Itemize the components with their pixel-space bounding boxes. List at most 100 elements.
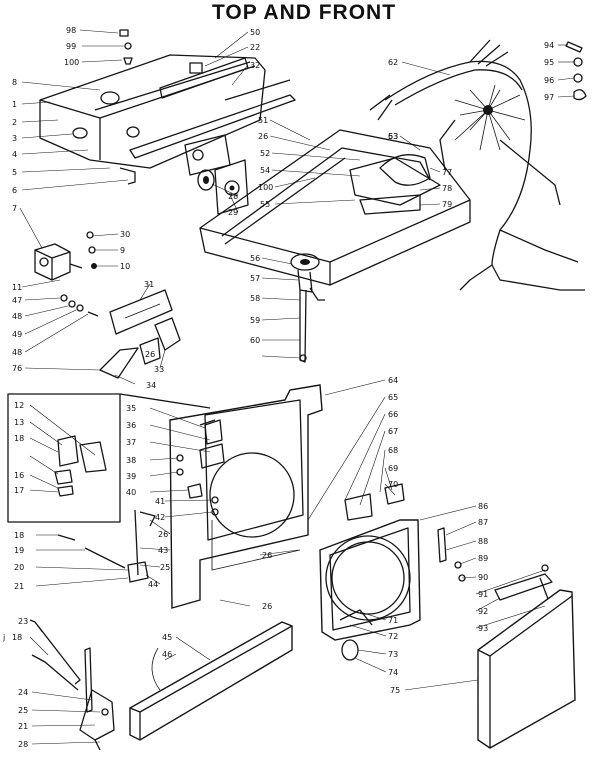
callout-66: 66 (388, 410, 398, 419)
callout-43: 43 (158, 546, 168, 555)
console-assembly (39, 54, 296, 185)
callout-55: 55 (260, 200, 270, 209)
callout-63: 63 (388, 132, 398, 141)
callout-96: 96 (544, 76, 554, 85)
callout-6: 6 (12, 186, 17, 195)
small-hardware-top (119, 29, 133, 65)
callout-71: 71 (388, 616, 398, 625)
switch-assembly (34, 243, 83, 281)
callout-25a: 25 (160, 563, 170, 572)
callout-59: 59 (250, 316, 260, 325)
callout-72: 72 (388, 632, 398, 641)
callout-68: 68 (388, 446, 398, 455)
callout-100b: 100 (258, 183, 273, 192)
callout-44: 44 (148, 580, 158, 589)
callout-78: 78 (442, 184, 452, 193)
callout-57: 57 (250, 274, 260, 283)
callout-40: 40 (126, 488, 136, 497)
fasteners-47-48-49 (60, 294, 99, 317)
callout-26d: 26 (262, 551, 272, 560)
callout-26a: 26 (145, 350, 155, 359)
callout-56: 56 (250, 254, 260, 263)
wiring-harness (369, 39, 585, 291)
callout-79: 79 (442, 200, 452, 209)
callout-21a: 21 (14, 582, 24, 591)
callout-89: 89 (478, 554, 488, 563)
callout-12: 12 (14, 401, 24, 410)
callout-91: 91 (478, 590, 488, 599)
callout-94: 94 (544, 41, 554, 50)
callout-45: 45 (162, 633, 172, 642)
callout-47: 47 (12, 296, 22, 305)
callout-46: 46 (162, 650, 172, 659)
callout-39: 39 (126, 472, 136, 481)
callout-69: 69 (388, 464, 398, 473)
callout-35: 35 (126, 404, 136, 413)
callout-64: 64 (388, 376, 398, 385)
callout-52: 52 (260, 149, 270, 158)
diagram-title: TOP AND FRONT (211, 1, 397, 24)
bracket-33-34 (99, 337, 161, 379)
callout-29: 29 (228, 208, 238, 217)
callout-18a: 18 (14, 434, 24, 443)
callout-11: 11 (12, 283, 22, 292)
callout-3: 3 (12, 134, 17, 143)
callout-77: 77 (442, 168, 452, 177)
callout-17: 17 (14, 486, 24, 495)
control-plate (109, 289, 181, 351)
callout-7: 7 (12, 204, 17, 213)
fasteners-30-9-10 (86, 231, 97, 269)
timer-knob-assembly (197, 159, 249, 215)
callout-41: 41 (155, 497, 165, 506)
callout-58: 58 (250, 294, 260, 303)
callout-24: 24 (18, 688, 28, 697)
callout-20: 20 (14, 563, 24, 572)
callout-30: 30 (120, 230, 130, 239)
callout-19: 19 (14, 546, 24, 555)
callout-74: 74 (388, 668, 398, 677)
callout-28: 28 (228, 192, 238, 201)
callout-42: 42 (155, 513, 165, 522)
callout-18b: 18 (14, 531, 24, 540)
inset-detail-box (7, 393, 211, 523)
callout-18c: 18 (12, 633, 22, 642)
callout-86: 86 (478, 502, 488, 511)
callout-65: 65 (388, 393, 398, 402)
leader-lines (19, 29, 575, 745)
callout-16: 16 (14, 471, 24, 480)
callout-67: 67 (388, 427, 398, 436)
callout-49: 49 (12, 330, 22, 339)
callout-23: 23 (18, 617, 28, 626)
callout-98: 98 (66, 26, 76, 35)
callout-10: 10 (120, 262, 130, 271)
callout-26c: 26 (158, 530, 168, 539)
callout-labels: 98 99 100 8 1 2 3 4 5 6 7 11 47 48 49 48… (2, 26, 554, 749)
hinge-assembly (290, 253, 325, 363)
door-panel (477, 589, 576, 749)
callout-62: 62 (388, 58, 398, 67)
callout-53: 53 (388, 132, 398, 141)
top-cover-assembly (199, 129, 471, 286)
callout-70: 70 (388, 480, 398, 489)
callout-60: 60 (250, 336, 260, 345)
callout-1: 1 (12, 100, 17, 109)
hinge-parts-86-93 (437, 527, 553, 611)
side-mark: j (2, 633, 5, 642)
callout-25b: 25 (18, 706, 28, 715)
callout-26b: 26 (258, 132, 268, 141)
toe-kick-panel (129, 621, 293, 741)
callout-99: 99 (66, 42, 76, 51)
callout-76: 76 (12, 364, 22, 373)
callout-48: 48 (12, 312, 22, 321)
callout-2: 2 (12, 118, 17, 127)
callout-33: 33 (154, 365, 164, 374)
callout-48b: 48 (12, 348, 22, 357)
callout-54: 54 (260, 166, 270, 175)
front-panel (169, 384, 323, 609)
callout-34: 34 (146, 381, 156, 390)
callout-31: 31 (144, 280, 154, 289)
callout-38: 38 (126, 456, 136, 465)
callout-90: 90 (478, 573, 488, 582)
callout-9: 9 (120, 246, 125, 255)
